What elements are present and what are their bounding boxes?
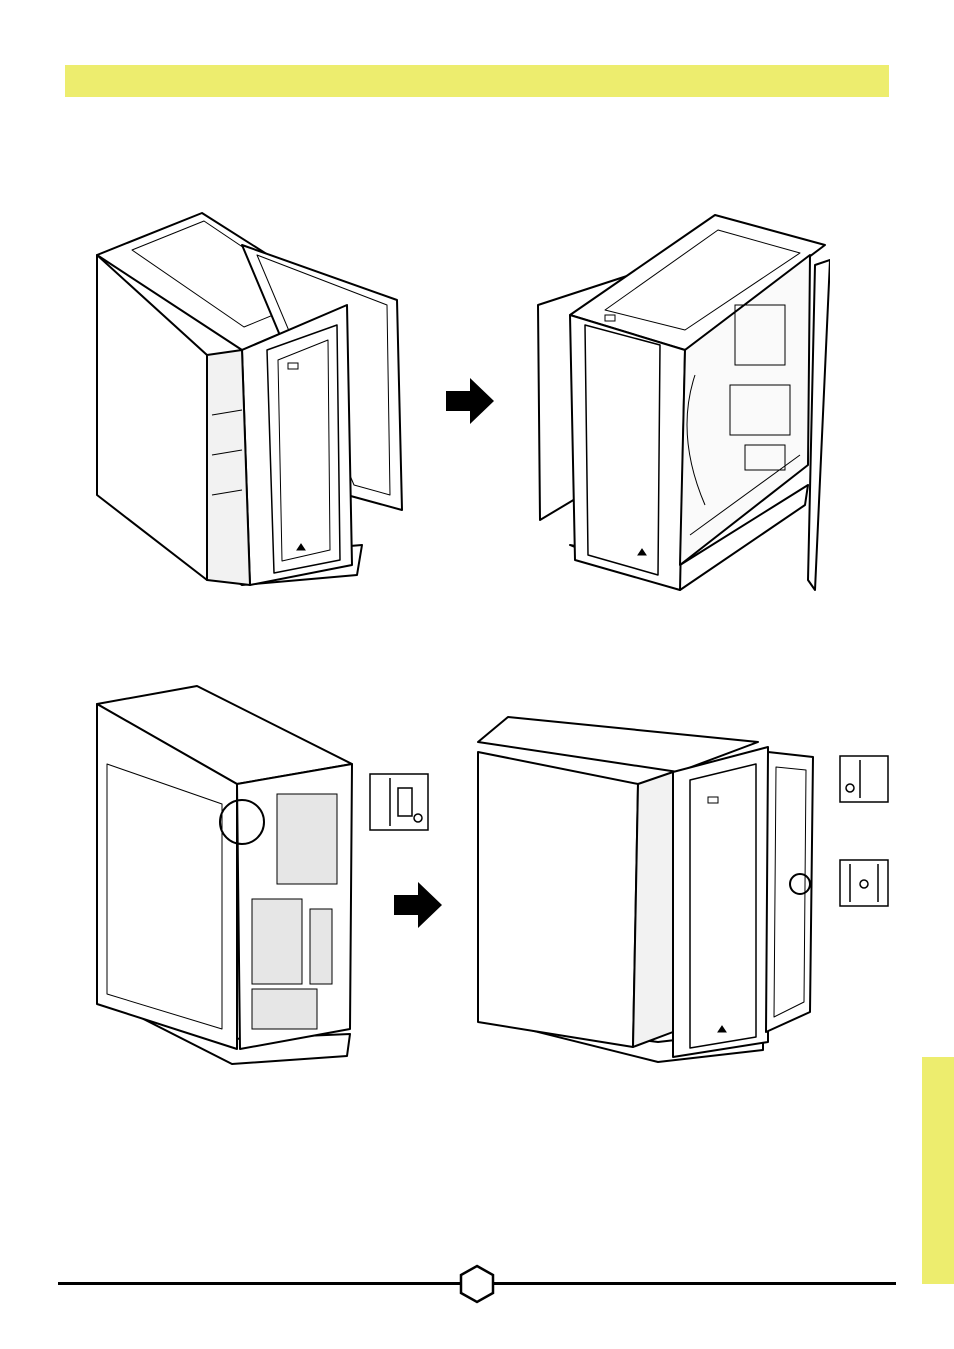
case-illustration-step1-before [92, 205, 412, 595]
section-side-tab [922, 1057, 954, 1284]
case-illustration-step2-before [92, 684, 437, 1069]
case-illustration-step2-after [468, 712, 892, 1072]
right-arrow-icon [394, 882, 442, 928]
right-arrow-icon [446, 378, 494, 424]
case-illustration-step1-after [530, 205, 830, 600]
section-title-banner [65, 65, 889, 97]
hexagon-icon [458, 1264, 496, 1304]
